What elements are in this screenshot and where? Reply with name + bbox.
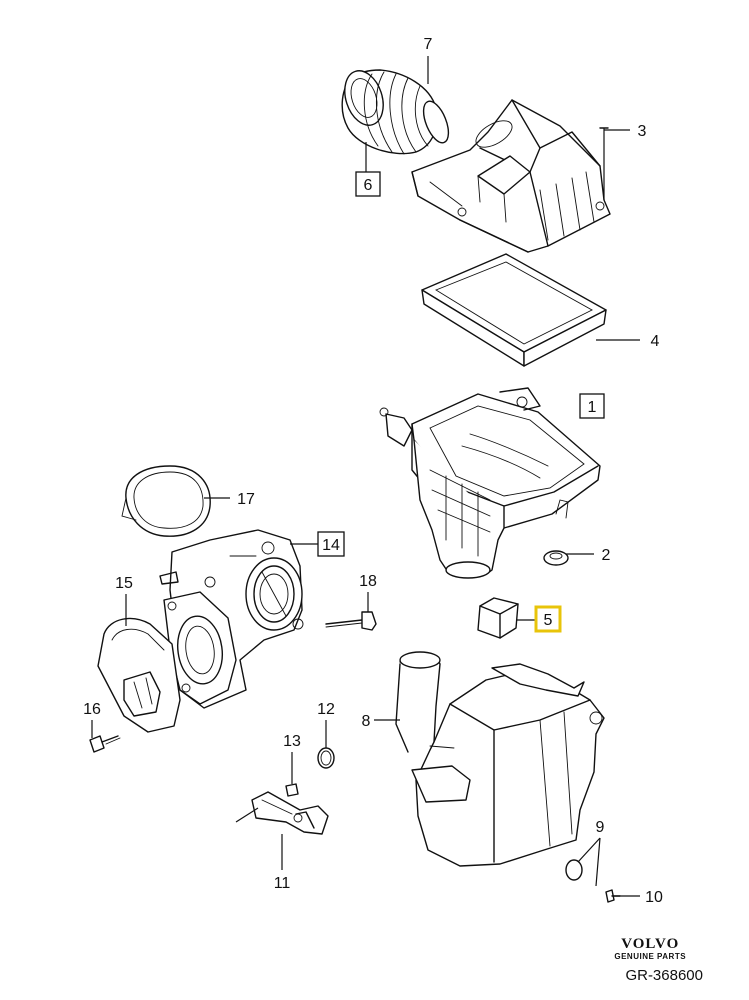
label-11: 11 (274, 875, 291, 892)
label-6: 6 (364, 177, 373, 194)
label-box-1 (579, 393, 605, 419)
label-1: 1 (588, 399, 597, 416)
bolt-18 (325, 611, 377, 631)
diagram-code: GR-368600 (625, 967, 703, 984)
label-2: 2 (602, 547, 611, 564)
throttle-cover (97, 617, 181, 733)
resonator-box (395, 651, 605, 867)
brand-name: VOLVO (621, 936, 680, 952)
label-box-6 (355, 171, 381, 197)
throttle-body (159, 529, 304, 709)
o-ring (317, 747, 335, 769)
label-17: 17 (237, 491, 255, 508)
label-13: 13 (283, 733, 301, 750)
label-14: 14 (322, 537, 340, 554)
footer: VOLVO GENUINE PARTS GR-368600 (611, 936, 703, 984)
gasket-ring (121, 465, 211, 537)
grommet (543, 550, 569, 566)
screw-16 (89, 735, 121, 753)
label-box-5-highlight (534, 605, 562, 633)
sensor-bracket (251, 783, 329, 835)
label-15: 15 (115, 575, 133, 592)
label-12: 12 (317, 701, 335, 718)
label-10: 10 (645, 889, 663, 906)
label-9: 9 (596, 819, 605, 836)
label-16: 16 (83, 701, 101, 718)
grommet-9 (565, 859, 583, 881)
air-cleaner-cover (411, 99, 611, 253)
label-8: 8 (362, 713, 371, 730)
label-18: 18 (359, 573, 377, 590)
label-7: 7 (424, 36, 433, 53)
cube-part (477, 597, 519, 639)
air-cleaner-housing (379, 387, 601, 579)
filter-element (421, 253, 607, 367)
brand-subtitle: GENUINE PARTS (614, 952, 687, 961)
label-3: 3 (638, 123, 647, 140)
leader-lines (91, 56, 640, 897)
label-5: 5 (544, 612, 553, 629)
label-4: 4 (651, 333, 660, 350)
label-box-14 (317, 531, 345, 557)
intake-hose (341, 69, 450, 155)
